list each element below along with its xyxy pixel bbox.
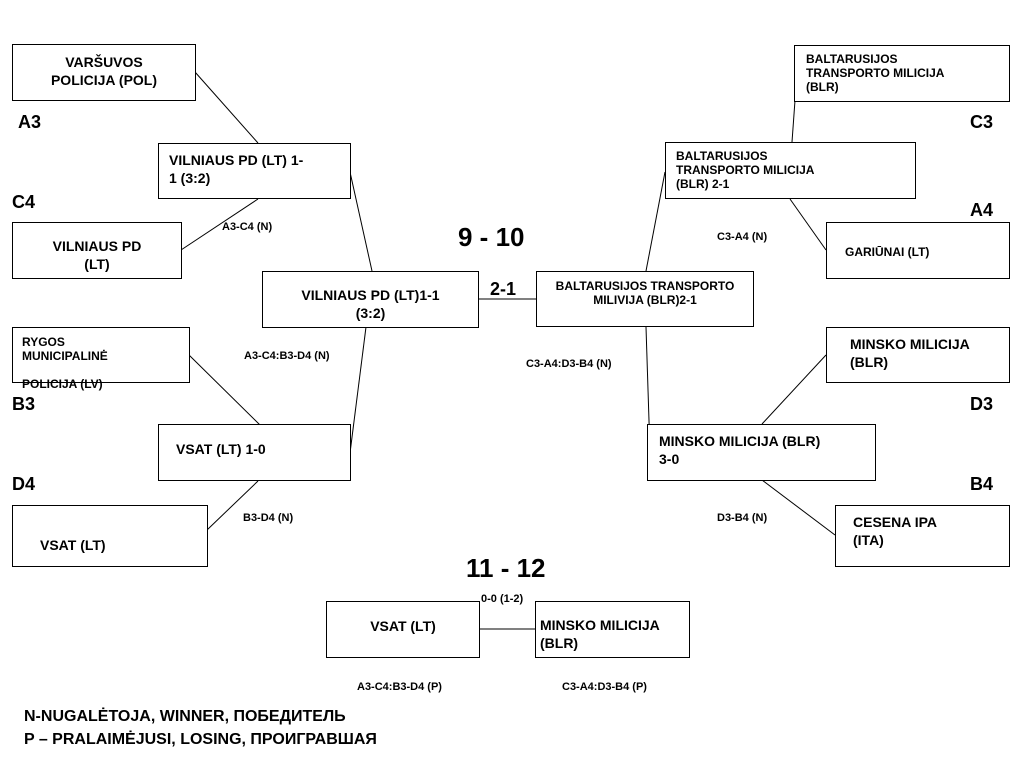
team-label: BALTARUSIJOS TRANSPORTO MILICIJA (BLR) <box>806 52 945 94</box>
match-label-a3-c4: A3-C4 (N) <box>222 221 273 233</box>
match-box-baltarusijos-round1: BALTARUSIJOS TRANSPORTO MILICIJA (BLR) 2… <box>665 142 916 199</box>
match-label-final-left: A3-C4:B3-D4 (P) <box>357 681 442 693</box>
team-label: VARŠUVOS POLICIJA (POL) <box>50 54 158 88</box>
team-box-vilniaus-pd: VILNIAUS PD (LT) <box>12 222 182 279</box>
score-11-12: 0-0 (1-2) <box>481 593 524 605</box>
legend-winner: N-NUGALĖTOJA, WINNER, ПОБЕДИТЕЛЬ <box>24 708 346 725</box>
seed-c3: C3 <box>970 112 994 132</box>
match-box-minsko-round1: MINSKO MILICIJA (BLR) 3-0 <box>647 424 876 481</box>
match-label-a3c4-b3d4: A3-C4:B3-D4 (N) <box>244 350 330 362</box>
team-box-rygos-policija: RYGOS MUNICIPALINĖ POLICIJA (LV) <box>12 327 190 391</box>
match-label-final-right: C3-A4:D3-B4 (P) <box>562 681 647 693</box>
final-11-12-box-minsko: MINSKO MILICIJA (BLR) <box>535 601 690 658</box>
team-label: MINSKO MILICIJA (BLR) <box>540 617 660 651</box>
team-label: VSAT (LT) <box>370 618 436 634</box>
match-result-label: VILNIAUS PD (LT) 1- 1 (3:2) <box>169 152 304 186</box>
team-label: MINSKO MILICIJA (BLR) <box>850 336 970 370</box>
match-label-c3a4-d3b4: C3-A4:D3-B4 (N) <box>526 358 612 370</box>
seed-a3: A3 <box>18 112 42 132</box>
team-label: VSAT (LT) <box>40 537 106 553</box>
match-box-vilniaus-round1: VILNIAUS PD (LT) 1- 1 (3:2) <box>158 143 351 199</box>
semifinal-box-vilniaus-pd: VILNIAUS PD (LT)1-1 (3:2) <box>262 271 479 328</box>
score-9-10: 2-1 <box>490 279 517 299</box>
match-label-b3-d4: B3-D4 (N) <box>243 512 294 524</box>
seed-d3: D3 <box>970 394 994 414</box>
team-label: RYGOS MUNICIPALINĖ POLICIJA (LV) <box>22 335 108 391</box>
team-box-baltarusijos-transporto: BALTARUSIJOS TRANSPORTO MILICIJA (BLR) <box>794 45 1010 102</box>
seed-b4: B4 <box>970 474 994 494</box>
seed-c4: C4 <box>12 192 36 212</box>
match-label-c3-a4: C3-A4 (N) <box>717 231 768 243</box>
seed-a4: A4 <box>970 200 994 220</box>
semifinal-box-baltarusijos: BALTARUSIJOS TRANSPORTO MILIVIJA (BLR)2-… <box>536 271 754 327</box>
seed-b3: B3 <box>12 394 36 414</box>
heading-place-9-10: 9 - 10 <box>458 222 525 252</box>
team-box-gariunai: GARIŪNAI (LT) <box>826 222 1010 279</box>
team-box-cesena-ipa: CESENA IPA (ITA) <box>835 505 1010 567</box>
team-label: VILNIAUS PD (LT) <box>52 238 142 272</box>
match-result-label: VILNIAUS PD (LT)1-1 (3:2) <box>301 287 440 321</box>
seed-d4: D4 <box>12 474 36 494</box>
match-result-label: MINSKO MILICIJA (BLR) 3-0 <box>659 433 821 467</box>
team-label: CESENA IPA (ITA) <box>853 514 938 548</box>
match-box-vsat-round1: VSAT (LT) 1-0 <box>158 424 351 481</box>
match-label-d3-b4: D3-B4 (N) <box>717 512 768 524</box>
match-result-label: BALTARUSIJOS TRANSPORTO MILIVIJA (BLR)2-… <box>555 279 735 307</box>
team-box-varsuvos-policija: VARŠUVOS POLICIJA (POL) <box>12 44 196 101</box>
legend-losing: P – PRALAIMĖJUSI, LOSING, ПРОИГРАВШАЯ <box>24 731 377 748</box>
team-label: GARIŪNAI (LT) <box>845 245 930 259</box>
final-11-12-box-vsat: VSAT (LT) <box>326 601 480 658</box>
heading-place-11-12: 11 - 12 <box>466 553 546 583</box>
match-result-label: BALTARUSIJOS TRANSPORTO MILICIJA (BLR) 2… <box>676 149 815 191</box>
match-result-label: VSAT (LT) 1-0 <box>176 441 266 457</box>
team-box-vsat: VSAT (LT) <box>12 505 208 567</box>
team-box-minsko-milicija: MINSKO MILICIJA (BLR) <box>826 327 1010 383</box>
